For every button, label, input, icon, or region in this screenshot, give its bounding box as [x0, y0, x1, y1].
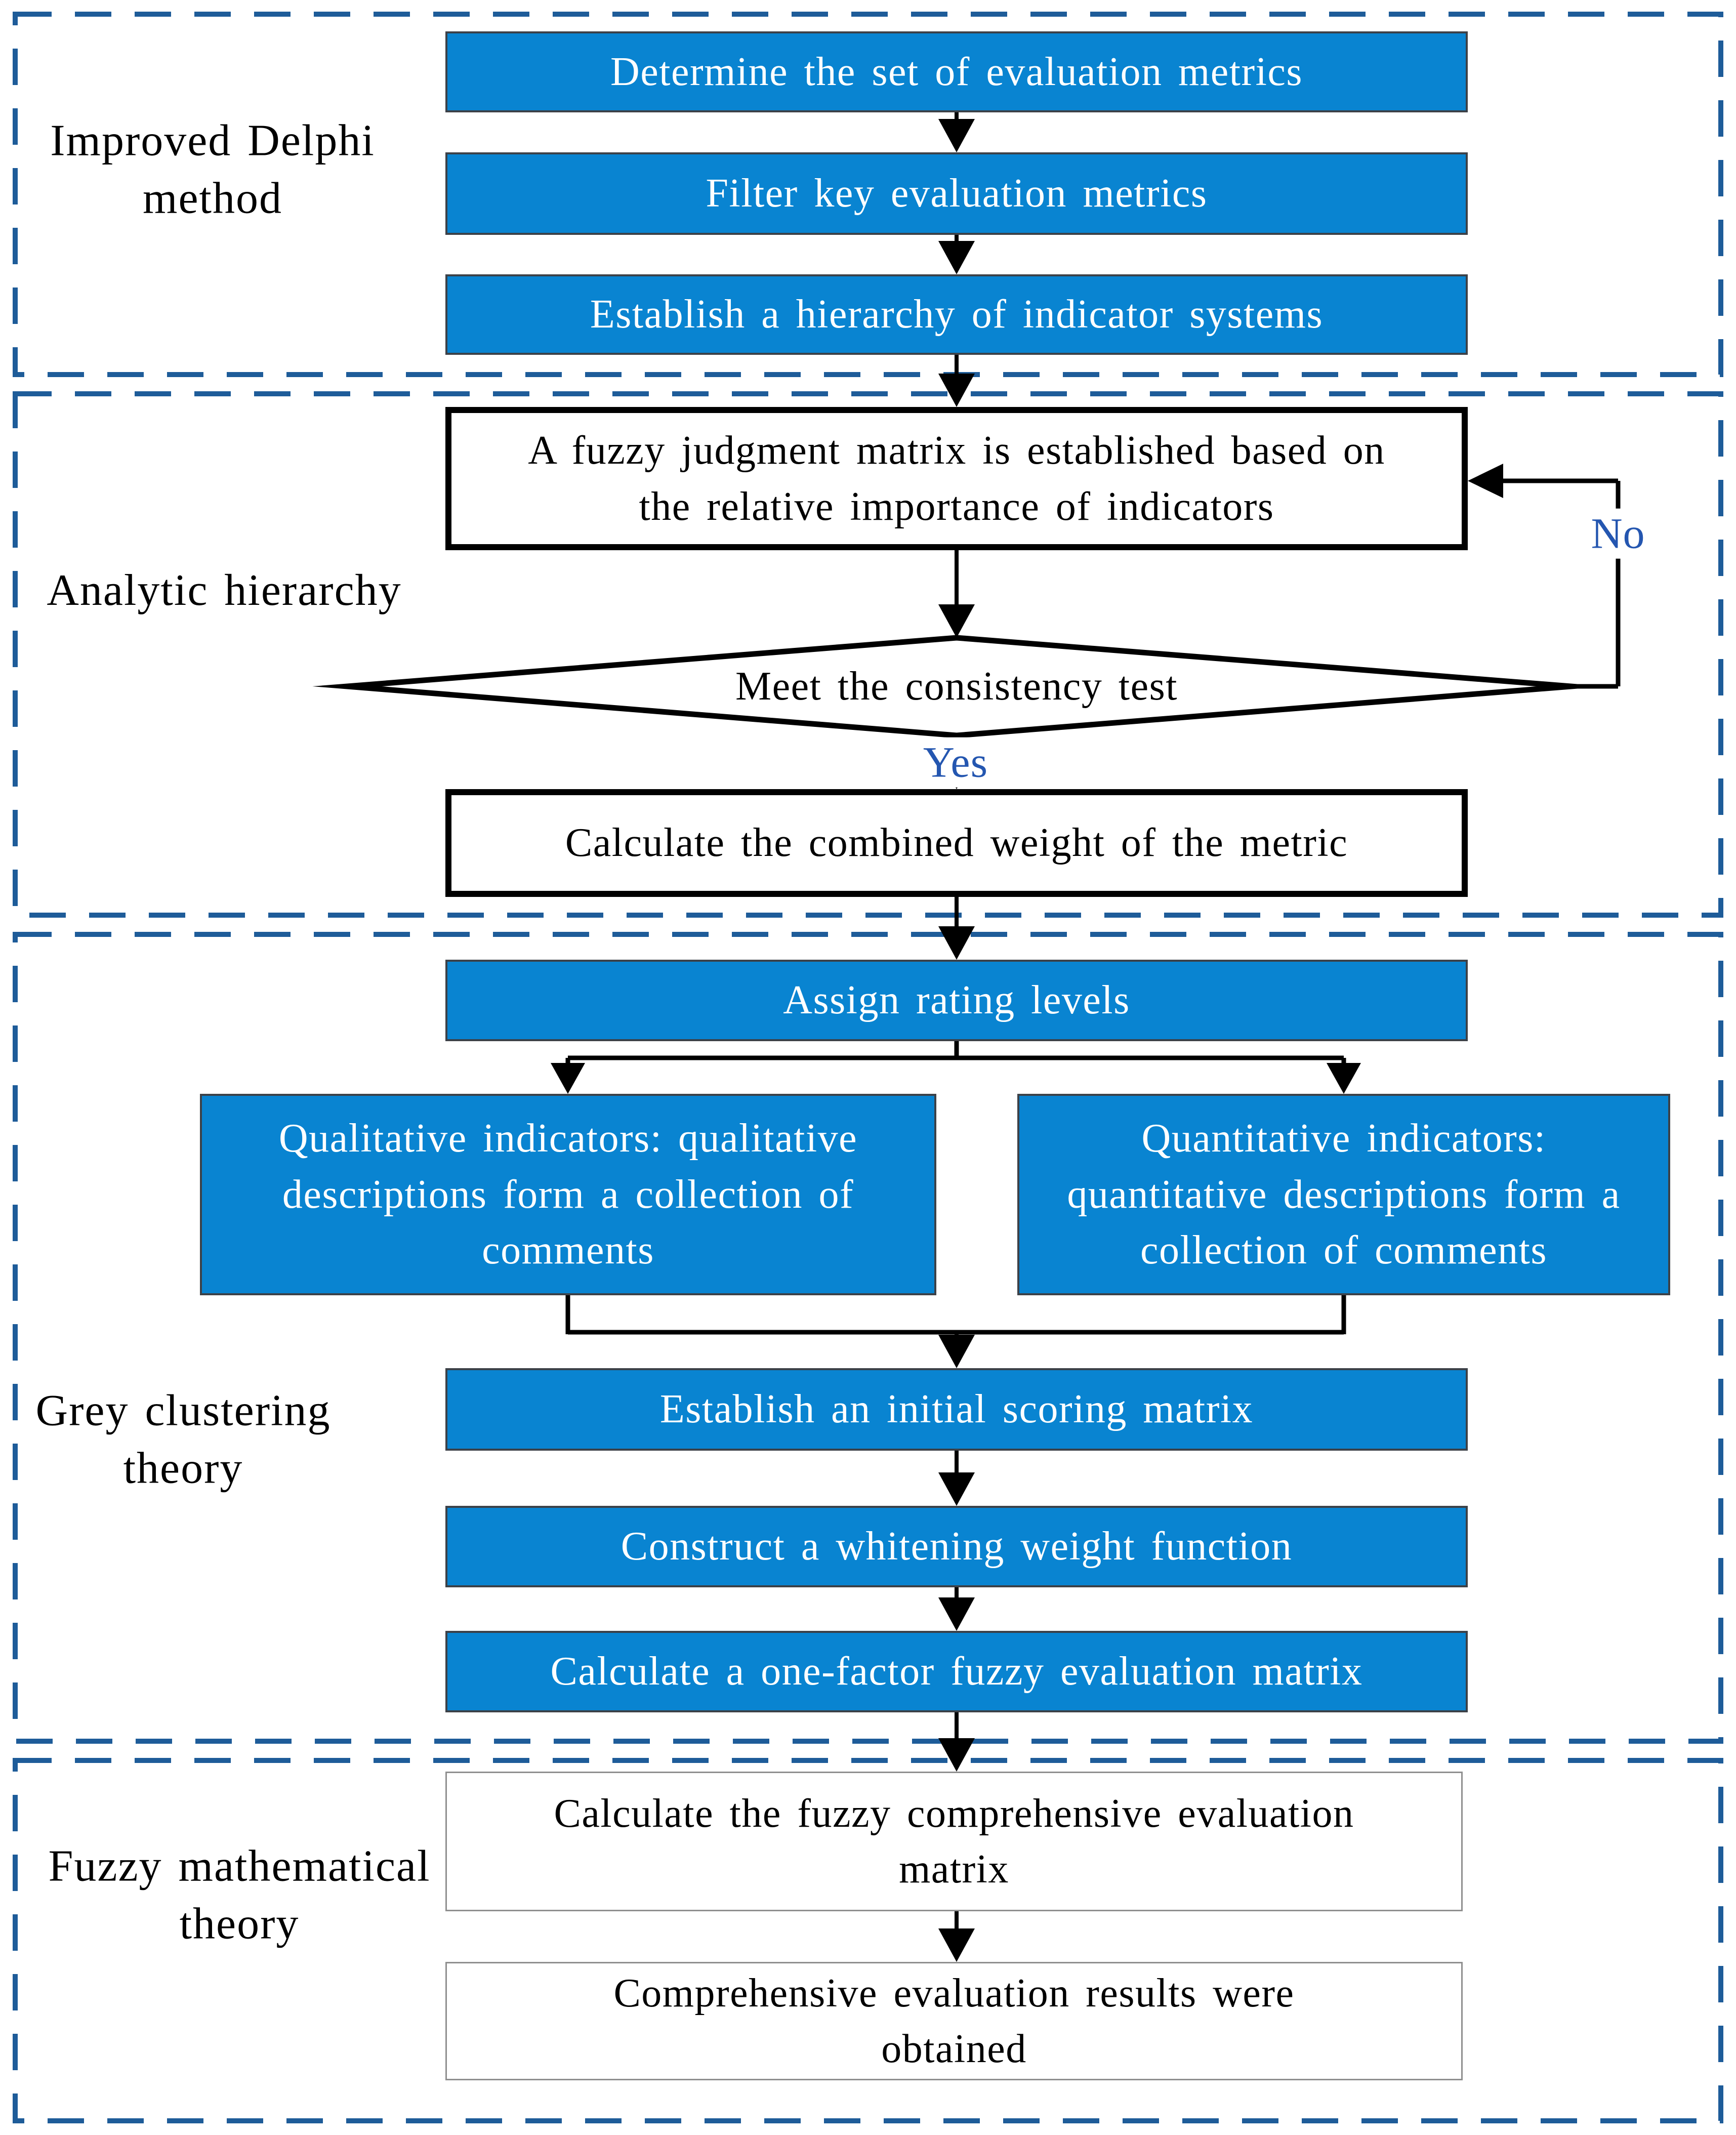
flow-box-establish-hierarchy: Establish a hierarchy of indicator syste… — [445, 274, 1468, 355]
section-label-improved-delphi: Improved Delphi method — [50, 116, 375, 223]
flow-box-determine-metrics: Determine the set of evaluation metrics — [445, 31, 1468, 112]
section-frame-improved-delphi — [13, 12, 1723, 377]
section-frame-grey-clustering — [13, 932, 1723, 1744]
decision-label-consistency-test: Meet the consistency test — [735, 664, 1178, 709]
flow-box-whitening-function: Construct a whitening weight function — [445, 1506, 1468, 1587]
no-branch-arrowhead-icon — [1468, 464, 1503, 498]
flow-box-fuzzy-comprehensive-matrix: Calculate the fuzzy comprehensive evalua… — [445, 1772, 1463, 1911]
flow-box-quantitative-indicators: Quantitative indicators: quantitative de… — [1017, 1094, 1670, 1295]
flow-box-qualitative-indicators: Qualitative indicators: qualitative desc… — [200, 1094, 936, 1295]
flow-box-filter-metrics: Filter key evaluation metrics — [445, 152, 1468, 235]
no-label: No — [1583, 508, 1654, 559]
section-label-grey-clustering: Grey clustering theory — [35, 1386, 331, 1493]
section-frame-analytic-hierarchy — [13, 391, 1723, 918]
flow-box-assign-rating: Assign rating levels — [445, 960, 1468, 1041]
section-label-fuzzy-mathematical: Fuzzy mathematical theory — [48, 1841, 431, 1949]
flow-box-combined-weight: Calculate the combined weight of the met… — [445, 789, 1468, 897]
section-label-analytic-hierarchy: Analytic hierarchy — [47, 565, 402, 615]
arrowheads — [551, 119, 1361, 1962]
flow-box-fuzzy-judgment-matrix: A fuzzy judgment matrix is established b… — [445, 407, 1468, 550]
section-frame-fuzzy-mathematical — [13, 1758, 1723, 2123]
yes-label: Yes — [915, 737, 997, 788]
flow-box-results-obtained: Comprehensive evaluation results were ob… — [445, 1962, 1463, 2080]
flow-box-initial-scoring-matrix: Establish an initial scoring matrix — [445, 1368, 1468, 1451]
flow-box-one-factor-matrix: Calculate a one-factor fuzzy evaluation … — [445, 1631, 1468, 1712]
